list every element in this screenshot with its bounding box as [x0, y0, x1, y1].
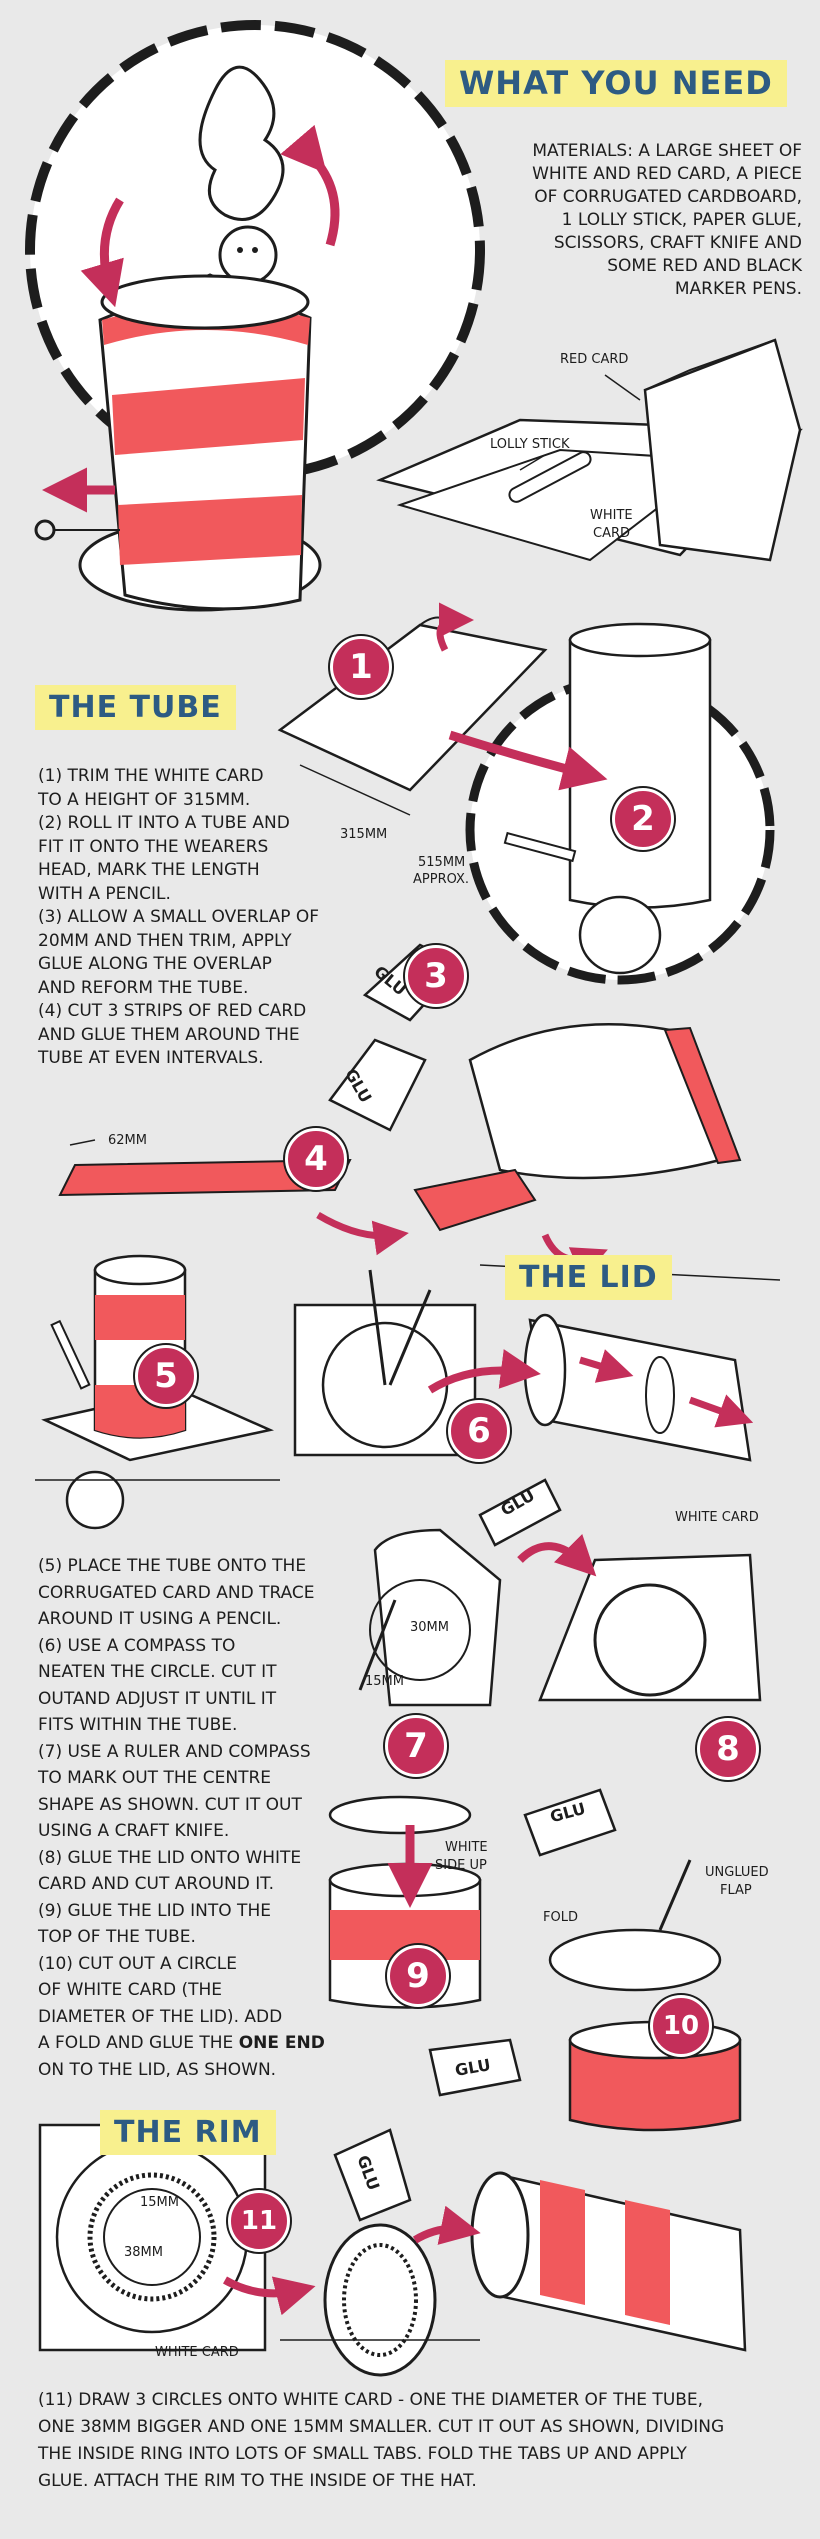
lid-line: (10) CUT OUT A CIRCLE	[38, 1953, 237, 1974]
materials-illustration	[376, 338, 803, 562]
tube-line: (4) CUT 3 STRIPS OF RED CARD	[38, 1001, 307, 1021]
lid-line: (6) USE A COMPASS TO	[38, 1635, 236, 1656]
rim-instructions: (11) DRAW 3 CIRCLES ONTO WHITE CARD - ON…	[38, 2387, 724, 2495]
step-3-4-illustration	[58, 943, 742, 1280]
tube-line: FIT IT ONTO THE WEARERS	[38, 836, 269, 857]
tube-line: HEAD, MARK THE LENGTH	[38, 860, 260, 880]
label-315mm: 315MM	[340, 827, 388, 842]
lid-line: TOP OF THE TUBE.	[38, 1927, 196, 1947]
materials-line: SCISSORS, CRAFT KNIFE AND	[553, 233, 802, 253]
step-6-illustration	[293, 1264, 781, 1462]
label-white-card-rim: WHITE CARD	[155, 2345, 239, 2360]
step-badge-6: 6	[448, 1400, 510, 1462]
tube-line: (1) TRIM THE WHITE CARD	[38, 766, 264, 786]
label-card: CARD	[593, 526, 631, 541]
hero-illustration	[25, 20, 485, 612]
materials-text: MATERIALS: A LARGE SHEET OF WHITE AND RE…	[462, 140, 802, 301]
label-white: WHITE	[590, 508, 633, 523]
label-62mm: 62MM	[108, 1133, 147, 1148]
materials-line: SOME RED AND BLACK	[607, 256, 802, 276]
step-9-10-illustration	[328, 1788, 742, 2132]
lid-line: USING A CRAFT KNIFE.	[38, 1821, 230, 1841]
lid-line: CARD AND CUT AROUND IT.	[38, 1874, 275, 1894]
label-side-up: SIDE UP	[435, 1858, 487, 1873]
lid-line: CORRUGATED CARD AND TRACE	[38, 1582, 315, 1603]
step-11-illustration	[38, 2123, 747, 2377]
tube-line: (3) ALLOW A SMALL OVERLAP OF	[38, 907, 320, 927]
label-red-card: RED CARD	[560, 352, 629, 367]
lid-line: ON TO THE LID, AS SHOWN.	[38, 2059, 277, 2080]
step-badge-5: 5	[135, 1345, 197, 1407]
lid-line-bold: ONE END	[238, 2033, 325, 2053]
rim-line: (11) DRAW 3 CIRCLES ONTO WHITE CARD - ON…	[38, 2390, 704, 2410]
materials-line: MARKER PENS.	[674, 279, 802, 299]
rim-line: THE INSIDE RING INTO LOTS OF SMALL TABS.…	[38, 2444, 687, 2464]
lid-line: (7) USE A RULER AND COMPASS	[38, 1741, 311, 1762]
lid-line: (8) GLUE THE LID ONTO WHITE	[38, 1847, 302, 1868]
lid-line: OUTAND ADJUST IT UNTIL IT	[38, 1688, 277, 1709]
title-what-you-need: WHAT YOU NEED	[445, 60, 787, 108]
lid-line: SHAPE AS SHOWN. CUT IT OUT	[38, 1794, 302, 1815]
lid-line: TO MARK OUT THE CENTRE	[38, 1768, 272, 1788]
title-the-lid: THE LID	[505, 1255, 672, 1300]
tube-instructions: (1) TRIM THE WHITE CARD TO A HEIGHT OF 3…	[38, 765, 319, 1071]
step-badge-7: 7	[385, 1715, 447, 1777]
step-7-8-illustration	[358, 1478, 762, 1707]
label-unglued: UNGLUED	[705, 1865, 769, 1880]
lid-line: A FOLD AND GLUE THE ONE END	[38, 2030, 325, 2057]
label-flap: FLAP	[720, 1883, 752, 1898]
step-badge-10: 10	[650, 1995, 712, 2057]
tube-line: AND GLUE THEM AROUND THE	[38, 1024, 300, 1045]
title-the-tube: THE TUBE	[35, 685, 236, 730]
step-badge-8: 8	[697, 1718, 759, 1780]
label-approx: APPROX.	[413, 872, 470, 887]
lid-line: DIAMETER OF THE LID). ADD	[38, 2006, 283, 2027]
label-white-card-lid: WHITE CARD	[675, 1510, 759, 1525]
step-badge-1: 1	[330, 636, 392, 698]
label-lolly-stick: LOLLY STICK	[490, 437, 570, 452]
label-515mm: 515MM	[418, 855, 466, 870]
tube-line: TUBE AT EVEN INTERVALS.	[38, 1048, 264, 1068]
materials-line: WHITE AND RED CARD, A PIECE	[532, 164, 802, 184]
tube-line: WITH A PENCIL.	[38, 883, 171, 904]
label-white-side: WHITE	[445, 1840, 488, 1855]
label-rim-15mm: 15MM	[140, 2195, 179, 2210]
materials-line: 1 LOLLY STICK, PAPER GLUE,	[561, 210, 802, 230]
lid-line: (9) GLUE THE LID INTO THE	[38, 1900, 271, 1921]
lid-line-part: A FOLD AND GLUE THE	[38, 2033, 239, 2053]
lid-line: FITS WITHIN THE TUBE.	[38, 1715, 238, 1735]
lid-line: AROUND IT USING A PENCIL.	[38, 1609, 282, 1629]
label-30mm: 30MM	[410, 1620, 449, 1635]
step-badge-3: 3	[405, 945, 467, 1007]
label-rim-38mm: 38MM	[124, 2245, 163, 2260]
tube-line: (2) ROLL IT INTO A TUBE AND	[38, 813, 290, 833]
step-badge-2: 2	[612, 788, 674, 850]
lid-line: NEATEN THE CIRCLE. CUT IT	[38, 1662, 277, 1682]
step-badge-9: 9	[387, 1945, 449, 2007]
label-fold: FOLD	[543, 1910, 578, 1925]
step-badge-4: 4	[285, 1128, 347, 1190]
tube-line: AND REFORM THE TUBE.	[38, 977, 249, 998]
lid-line: (5) PLACE THE TUBE ONTO THE	[38, 1556, 307, 1576]
title-the-rim: THE RIM	[100, 2110, 276, 2155]
tube-line: 20MM AND THEN TRIM, APPLY	[38, 930, 292, 951]
materials-line: OF CORRUGATED CARDBOARD,	[534, 187, 802, 207]
rim-line: GLUE. ATTACH THE RIM TO THE INSIDE OF TH…	[38, 2471, 477, 2491]
lid-line: OF WHITE CARD (THE	[38, 1980, 223, 2000]
label-15mm: 15MM	[365, 1674, 404, 1689]
lid-instructions: (5) PLACE THE TUBE ONTO THE CORRUGATED C…	[38, 1553, 325, 2083]
tube-line: GLUE ALONG THE OVERLAP	[38, 954, 272, 974]
materials-line: MATERIALS: A LARGE SHEET OF	[532, 141, 802, 161]
rim-line: ONE 38MM BIGGER AND ONE 15MM SMALLER. CU…	[38, 2417, 725, 2437]
tube-line: TO A HEIGHT OF 315MM.	[38, 789, 251, 810]
step-badge-11: 11	[228, 2190, 290, 2252]
